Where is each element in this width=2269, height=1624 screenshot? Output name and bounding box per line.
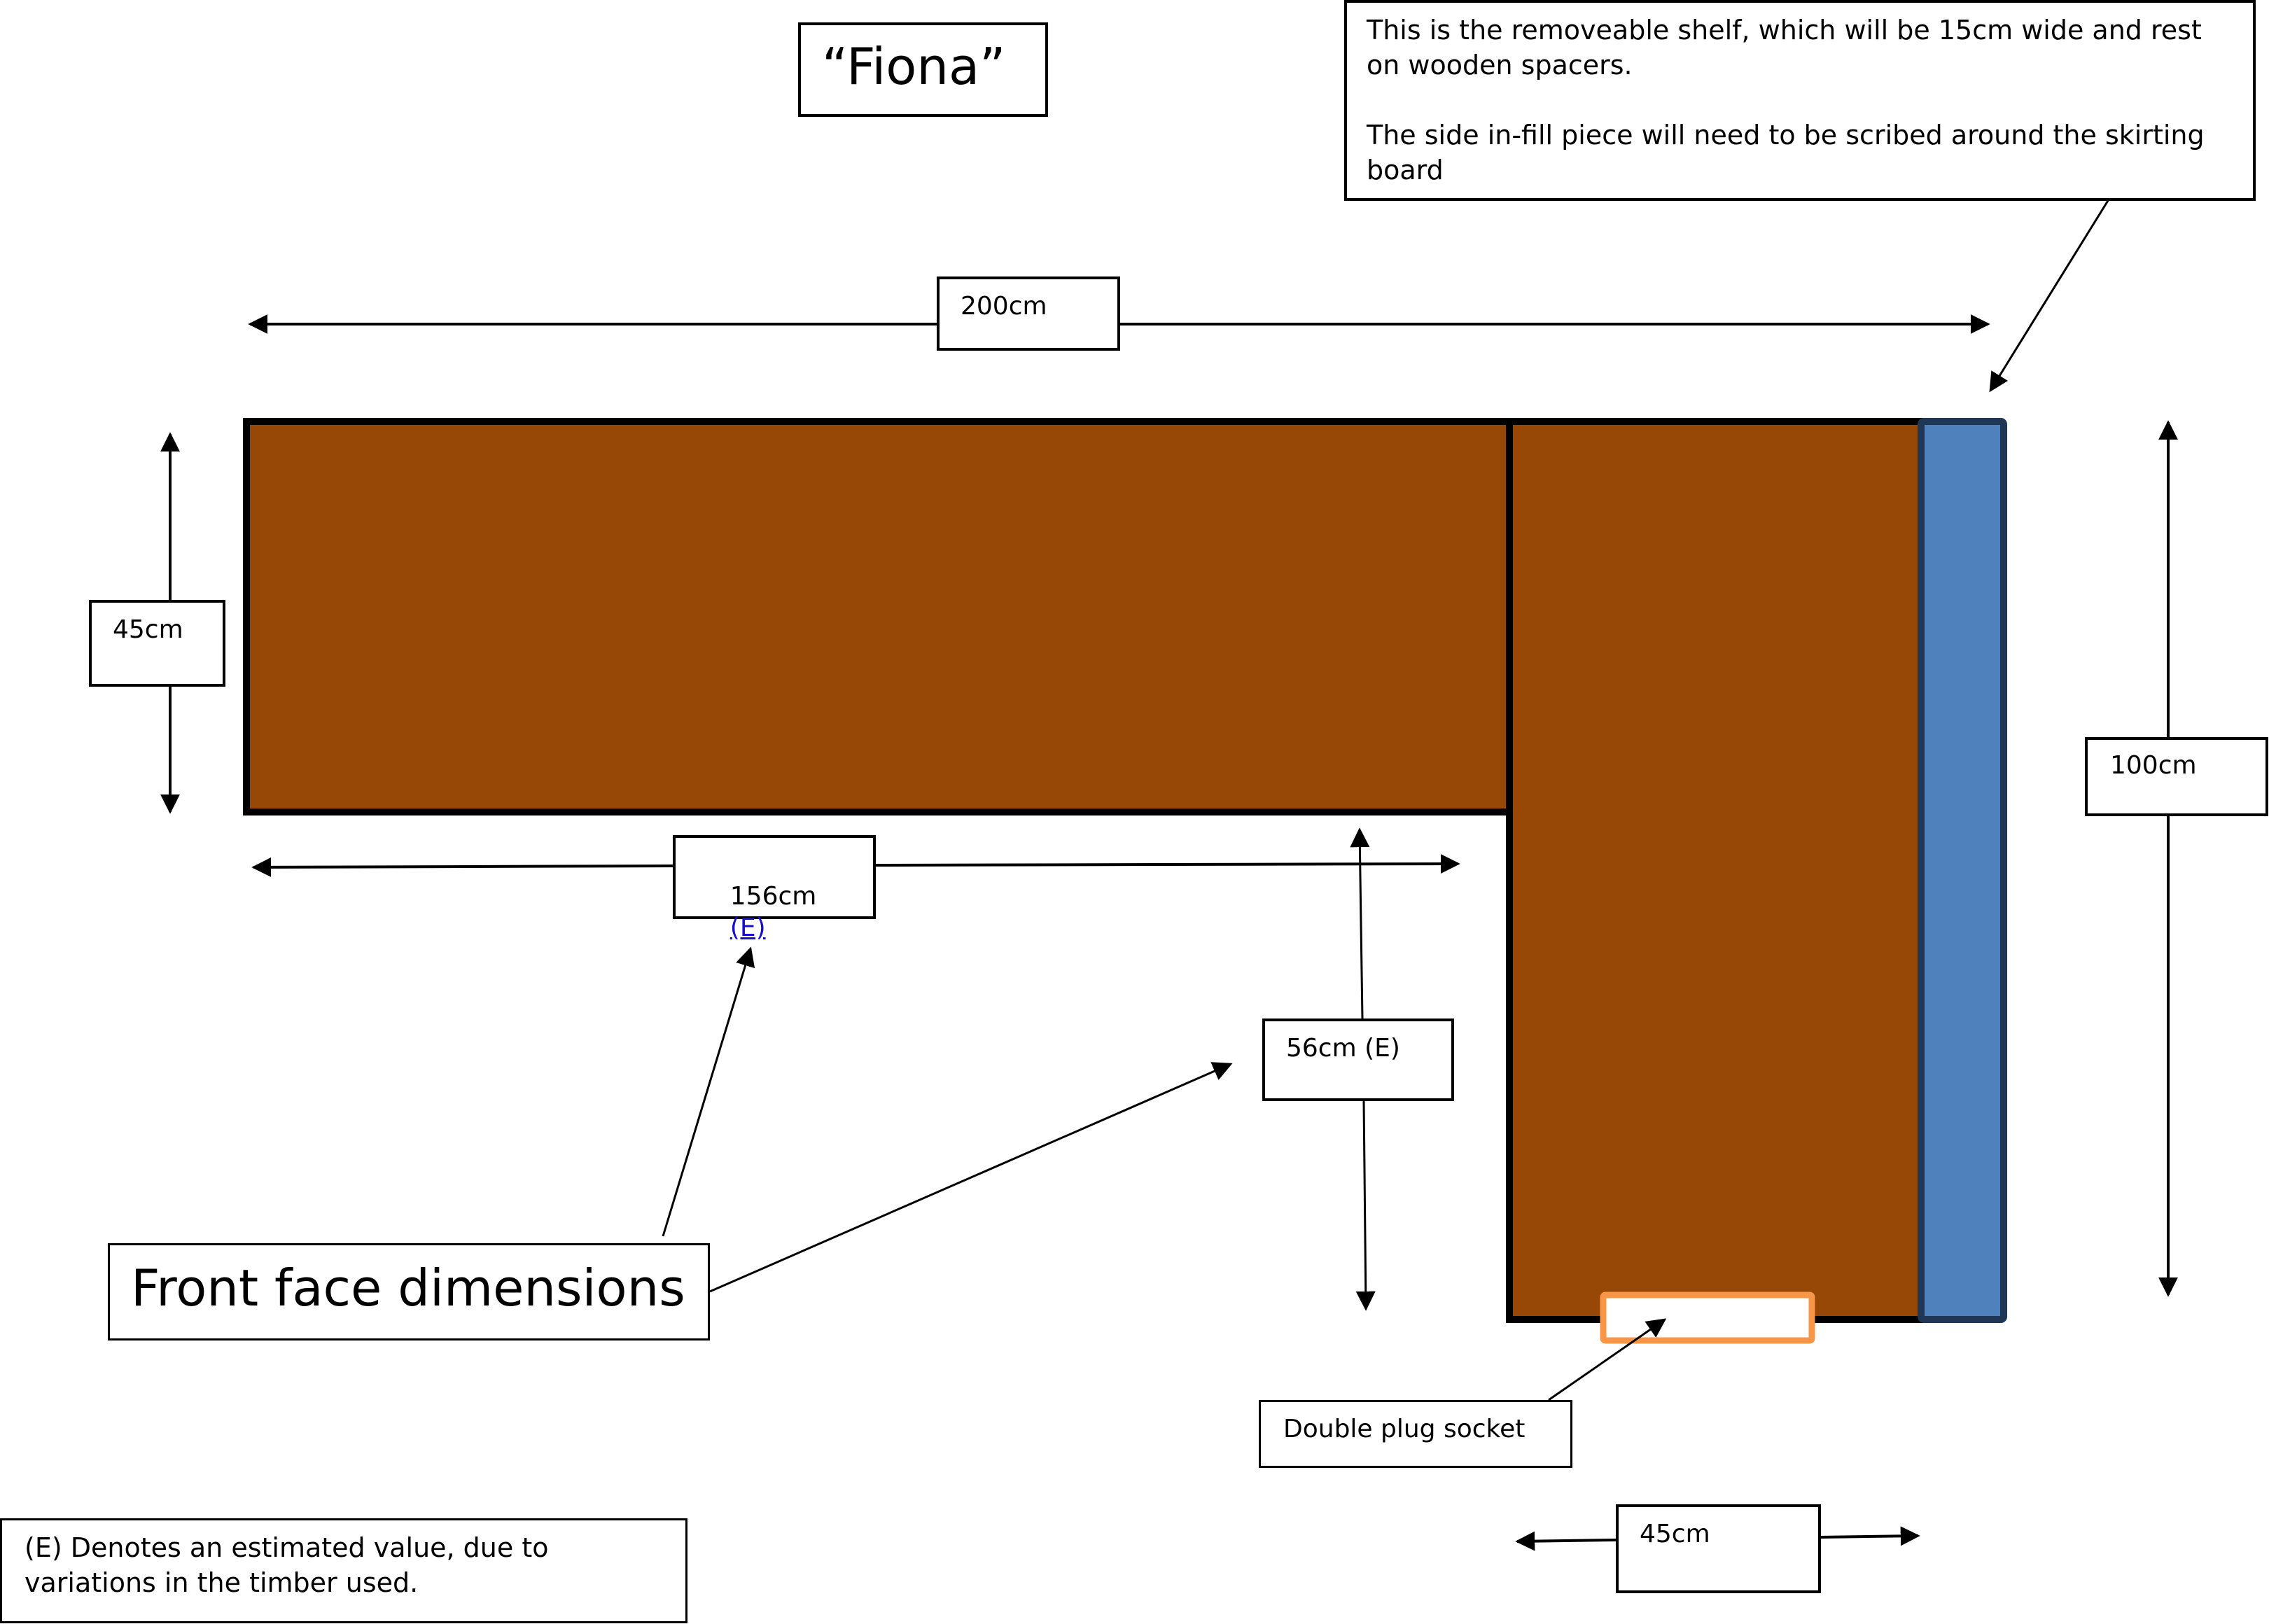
total-width-label-box: 200cm	[937, 276, 1120, 351]
footnote: (E) Denotes an estimated value, due to v…	[25, 1532, 557, 1598]
inner-height-arrow-down	[1355, 1100, 1376, 1311]
total-height-label: 100cm	[2110, 751, 2197, 780]
title-box: “Fiona”	[798, 22, 1048, 117]
left-length-arrow-left	[251, 857, 673, 877]
page-title: “Fiona”	[822, 37, 1006, 96]
total-height-label-box: 100cm	[2085, 737, 2268, 816]
left-board	[243, 418, 1514, 816]
left-length-label: 156cm (E)	[698, 849, 817, 975]
left-depth-label-box: 45cm	[89, 600, 225, 687]
plug-socket-pointer	[1548, 1318, 1667, 1401]
left-length-arrow-right	[874, 854, 1460, 874]
plug-socket	[1600, 1292, 1815, 1344]
removeable-shelf	[1918, 418, 2007, 1323]
right-width-label-box: 45cm	[1616, 1504, 1821, 1593]
plug-socket-callout-box: Double plug socket	[1259, 1400, 1572, 1468]
inner-height-label-box: 56cm (E)	[1262, 1018, 1454, 1101]
inner-height-label: 56cm (E)	[1286, 1034, 1400, 1063]
footnote-box: (E) Denotes an estimated value, due to v…	[0, 1518, 687, 1623]
shelf-note-paragraph-2: The side in-fill piece will need to be s…	[1367, 120, 2213, 186]
shelf-note-paragraph-1: This is the removeable shelf, which will…	[1367, 15, 2210, 80]
total-width-label: 200cm	[961, 292, 1047, 321]
shelf-note-pointer	[1989, 199, 2110, 393]
left-length-label-box: 156cm (E)	[673, 835, 876, 942]
estimate-link[interactable]: (E)	[729, 913, 766, 942]
right-width-arrow-right	[1820, 1526, 1920, 1546]
front-face-pointer-to-56	[709, 1062, 1233, 1293]
front-face-callout: Front face dimensions	[131, 1259, 685, 1317]
right-width-label: 45cm	[1640, 1520, 1710, 1548]
shelf-note-box: This is the removeable shelf, which will…	[1344, 0, 2256, 201]
plug-socket-callout: Double plug socket	[1283, 1415, 1526, 1443]
left-length-value: 156cm	[729, 882, 817, 911]
front-face-pointer-to-156	[662, 946, 755, 1237]
front-face-callout-box: Front face dimensions	[108, 1243, 710, 1340]
right-board	[1506, 418, 1925, 1323]
inner-height-arrow-up	[1350, 827, 1370, 1019]
right-width-arrow-left	[1515, 1531, 1617, 1551]
left-depth-label: 45cm	[113, 615, 183, 644]
